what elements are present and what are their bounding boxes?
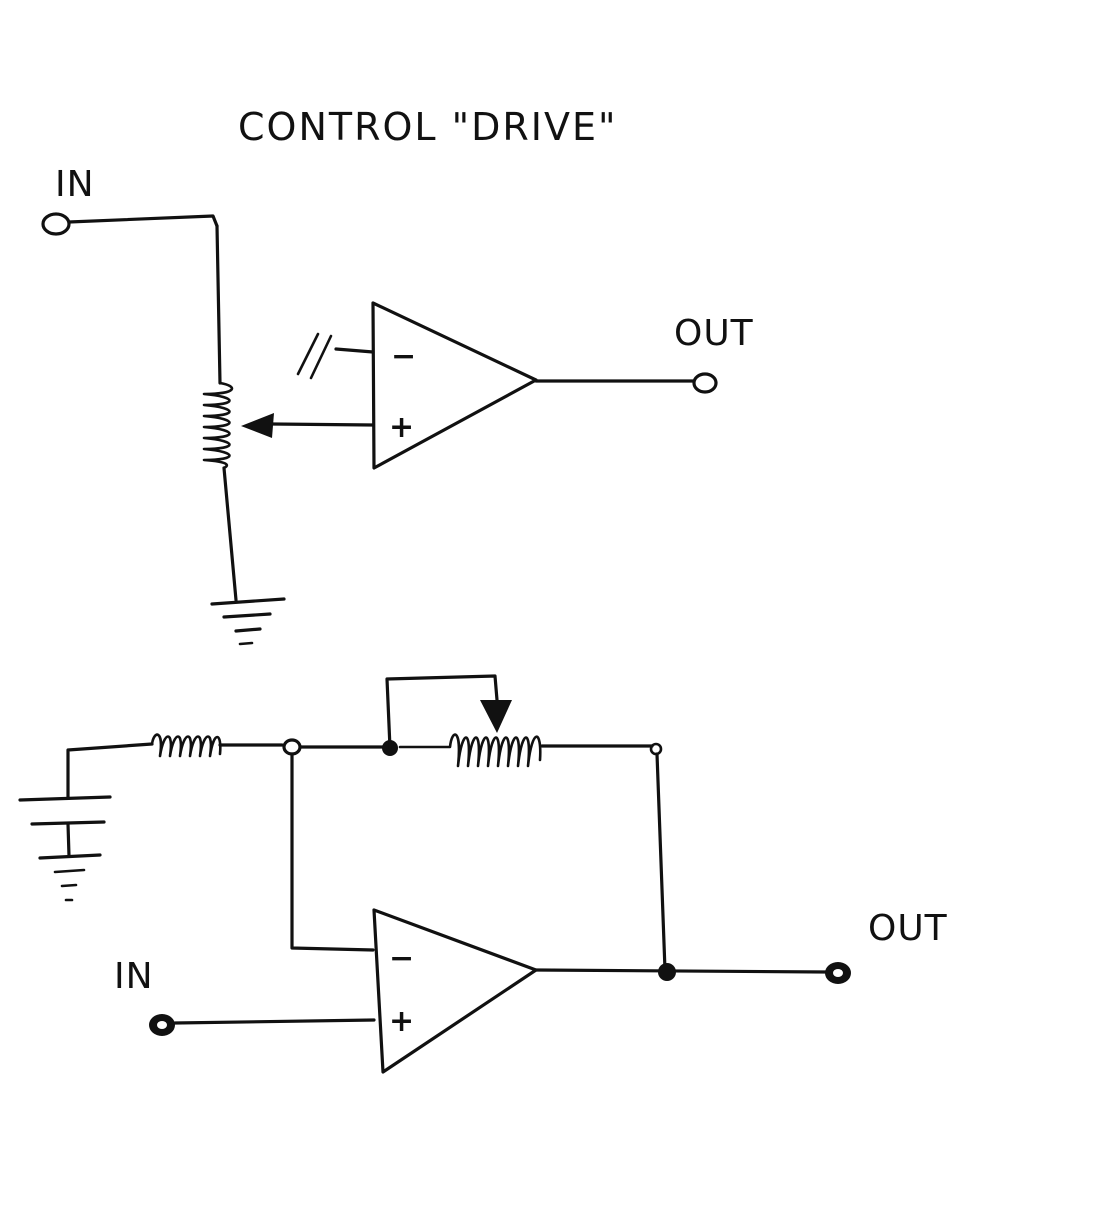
top-input-terminal [41, 212, 71, 236]
bottom-ground-symbol [38, 853, 102, 902]
top-circuit: IN − + OUT [41, 164, 754, 646]
top-wiper-wire [270, 422, 375, 427]
top-pot-lower-wire [222, 466, 238, 602]
bottom-circuit: − + IN OUT [18, 674, 948, 1074]
bottom-inverting-input-wire [290, 752, 375, 952]
bottom-output-wire [534, 968, 828, 974]
bottom-feedback-return-wire [655, 752, 667, 972]
bottom-pot-wiper-arrow [480, 700, 512, 733]
bottom-opamp-noninverting-sign: + [389, 1004, 414, 1039]
top-opamp [371, 301, 538, 470]
top-input-label: IN [55, 164, 95, 205]
diagram-title: CONTROL "DRIVE" [238, 105, 617, 149]
bottom-inverting-node [282, 738, 302, 756]
top-pot-upper-wire [215, 224, 222, 385]
top-output-label: OUT [674, 313, 754, 354]
bottom-noninverting-input-wire [173, 1018, 376, 1025]
top-pot-wiper-arrow [241, 413, 274, 438]
bottom-input-label: IN [114, 956, 154, 997]
bottom-output-label: OUT [868, 908, 948, 949]
top-inverting-break-mark [296, 332, 333, 380]
bottom-ground-branch-wire [66, 742, 154, 799]
bottom-output-junction [658, 963, 676, 981]
top-potentiometer-resistor [202, 381, 234, 470]
top-input-wire [67, 214, 219, 228]
bottom-pot-wiper-loop [385, 674, 499, 750]
bottom-capacitor [18, 795, 112, 858]
top-ground-symbol [210, 597, 286, 646]
top-inverting-input-wire [334, 347, 375, 354]
top-output-terminal [692, 372, 718, 394]
bottom-opamp [372, 908, 538, 1074]
top-opamp-inverting-sign: − [391, 339, 416, 374]
top-opamp-noninverting-sign: + [389, 410, 414, 445]
bottom-feedback-potentiometer [398, 733, 542, 768]
bottom-feedback-right-node [649, 742, 663, 756]
bottom-input-resistor [150, 733, 222, 758]
bottom-opamp-inverting-sign: − [389, 941, 414, 976]
